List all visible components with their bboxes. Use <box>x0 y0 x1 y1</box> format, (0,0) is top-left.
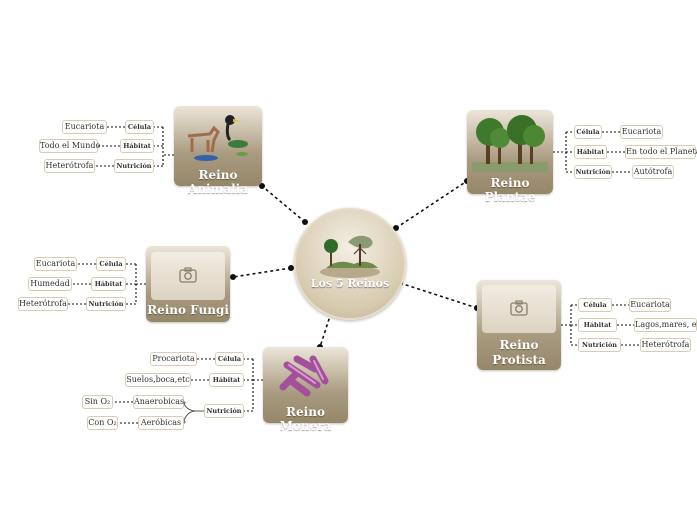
root-title: Los 5 Reinos <box>310 277 390 290</box>
camera-icon <box>179 267 197 283</box>
key-nutricion[interactable]: Nutrición <box>114 159 154 173</box>
key-habitat[interactable]: Hábitat <box>120 139 154 153</box>
key-habitat[interactable]: Hábitat <box>209 373 244 387</box>
key-celula[interactable]: Célula <box>215 352 244 366</box>
key-habitat[interactable]: Hábitat <box>91 277 126 291</box>
key-nutricion[interactable]: Nutrición <box>574 165 612 179</box>
camera-icon <box>510 300 528 316</box>
kingdom-plantae[interactable]: Reino Plantae <box>467 110 553 204</box>
key-nutricion[interactable]: Nutrición <box>578 338 621 352</box>
value-habitat[interactable]: En todo el Planeta <box>625 145 697 159</box>
value-celula[interactable]: Procariota <box>150 352 197 366</box>
kingdom-title: Reino Fungi <box>147 303 229 317</box>
connector-fungi <box>232 267 292 278</box>
value-habitat[interactable]: Lagos,mares, etc <box>634 318 697 332</box>
value-nutricion[interactable]: Heterótrofa <box>44 159 95 173</box>
value-habitat[interactable]: Humedad <box>28 277 72 291</box>
nutrition-condition-sin-o2[interactable]: Sin O₂ <box>82 395 113 409</box>
value-nutricion[interactable]: Heterótrofa <box>18 297 68 311</box>
value-celula[interactable]: Eucariota <box>620 125 663 139</box>
connector-animalia <box>261 185 306 223</box>
key-habitat[interactable]: Hábitat <box>574 145 607 159</box>
root-node[interactable]: Los 5 Reinos <box>294 208 406 320</box>
nutrition-condition-con-o2[interactable]: Con O₂ <box>87 416 118 430</box>
kingdom-title: Reino Plantae <box>484 176 536 204</box>
key-celula[interactable]: Célula <box>574 125 602 139</box>
value-celula[interactable]: Eucariota <box>629 298 671 312</box>
value-celula[interactable]: Eucariota <box>34 257 77 271</box>
connector-plantae <box>395 180 468 229</box>
landscape-icon <box>320 235 380 278</box>
value-nutricion[interactable]: Autótrofa <box>632 165 674 179</box>
value-habitat[interactable]: Suelos,boca,etc <box>125 373 191 387</box>
value-nutricion[interactable]: Heterótrofa <box>640 338 691 352</box>
bacteria-icon <box>279 355 329 397</box>
trees-icon <box>472 115 548 172</box>
image-placeholder <box>151 252 225 300</box>
kingdom-title: Reino Monera <box>279 405 332 433</box>
key-nutricion[interactable]: Nutrición <box>86 297 126 311</box>
kingdom-animalia[interactable]: Reino Animalia <box>174 106 262 196</box>
kingdom-protista[interactable]: Reino Protista <box>477 280 561 370</box>
kingdom-title-line1: Reino <box>499 338 539 352</box>
nutrition-type-aerobicas[interactable]: Aeróbicas <box>138 416 184 430</box>
nutrition-type-anaerobicas[interactable]: Anaerobicas <box>133 395 184 409</box>
kingdom-title-line2: Protista <box>492 353 546 367</box>
connector-protista <box>399 282 478 309</box>
kingdom-fungi[interactable]: Reino Fungi <box>146 246 230 322</box>
key-celula[interactable]: Célula <box>578 298 612 312</box>
value-habitat[interactable]: Todo el Mundo <box>39 139 100 153</box>
animals-icon <box>187 115 248 161</box>
value-celula[interactable]: Eucariota <box>62 120 107 134</box>
connector-monera <box>319 312 332 348</box>
key-celula[interactable]: Célula <box>125 120 154 134</box>
key-celula[interactable]: Célula <box>96 257 126 271</box>
kingdom-monera[interactable]: Reino Monera <box>263 347 348 433</box>
key-habitat[interactable]: Hábitat <box>578 318 617 332</box>
kingdom-title: Reino Animalia <box>188 168 248 196</box>
key-nutricion[interactable]: Nutrición <box>204 404 244 418</box>
image-placeholder <box>482 285 556 333</box>
